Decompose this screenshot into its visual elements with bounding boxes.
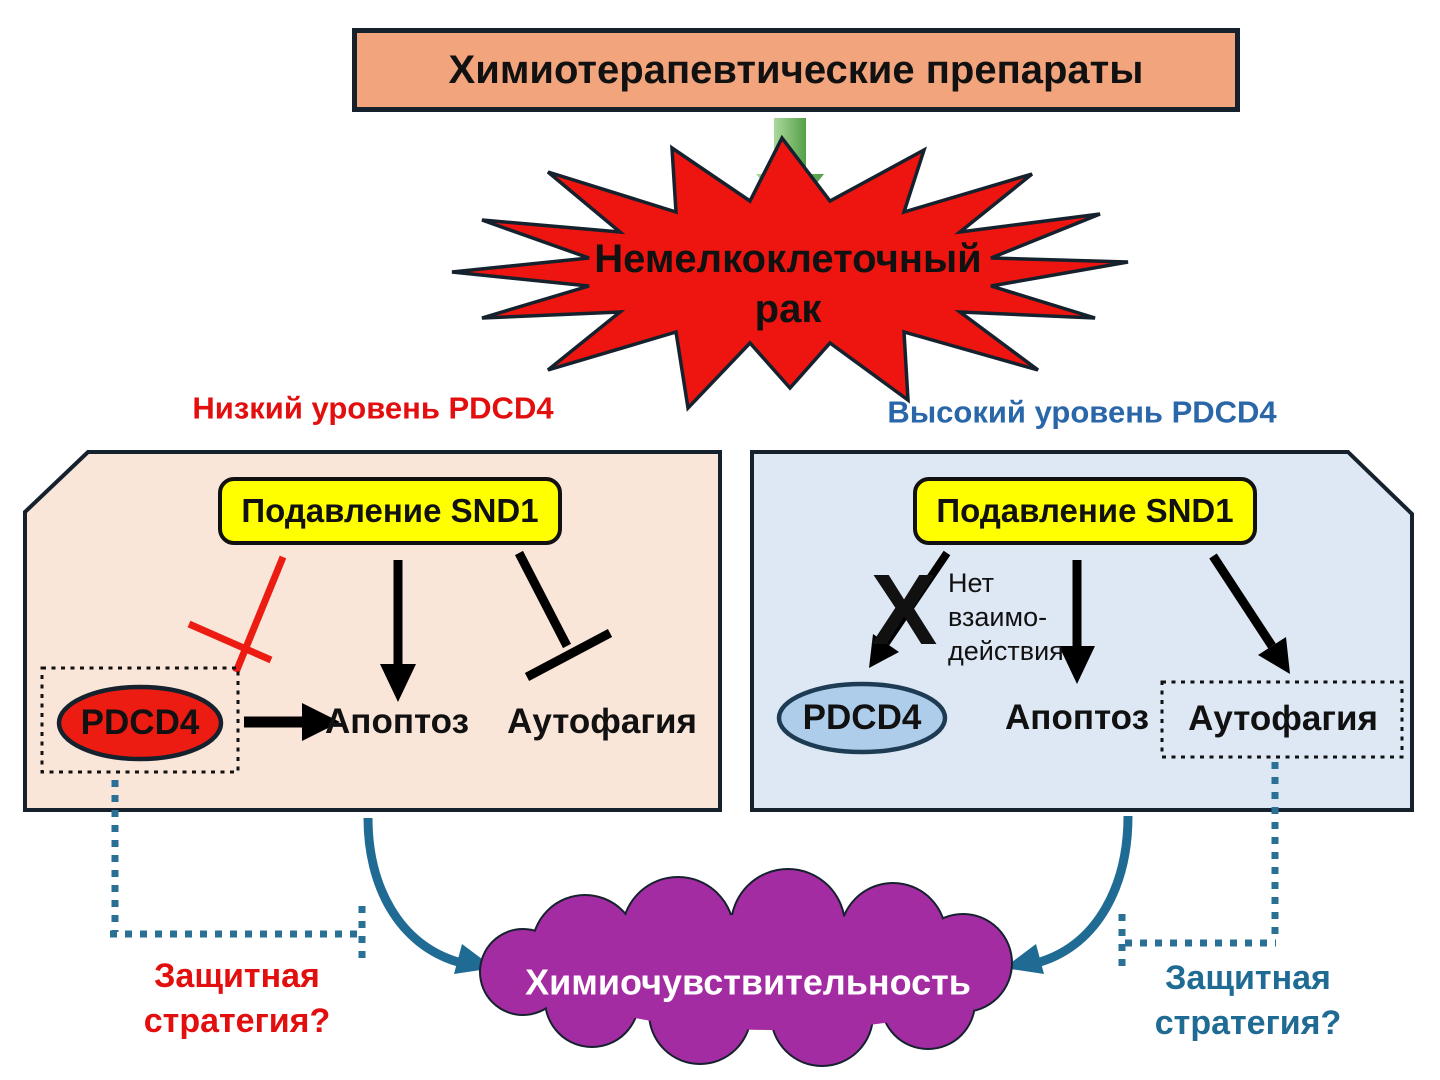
no-interaction-arrow	[869, 550, 951, 668]
left-pdcd4-label: PDCD4	[80, 703, 200, 742]
left-autophagy-label: Аутофагия	[507, 702, 697, 741]
left-autophagy-inhibition-connector	[515, 550, 613, 681]
right-chemosensitivity-arrow	[1004, 815, 1133, 974]
right-autophagy-label: Аутофагия	[1188, 699, 1378, 738]
right-autophagy-arrow	[1209, 553, 1290, 674]
left-snd1-box: Подавление SND1	[218, 477, 562, 545]
right-autophagy-dotted-box	[1160, 680, 1404, 759]
left-strategy-label: Защитная стратегия?	[143, 957, 331, 1040]
left-pdcd4-dotted-box	[40, 666, 240, 774]
red-inhibition-connector	[187, 555, 287, 674]
right-snd1-box: Подавление SND1	[913, 477, 1257, 545]
no-interaction-label: Нет взаимо- действия	[948, 568, 1064, 666]
left-apoptosis-label: Апоптоз	[325, 702, 469, 741]
right-pdcd4-label: PDCD4	[802, 698, 922, 737]
cancer-starburst-label: Немелкоклеточный рак	[594, 237, 982, 331]
right-strategy-dotted-connector	[1118, 762, 1279, 970]
left-pdcd4-oval	[56, 684, 224, 762]
chemosensitivity-label: Химиочувствительность	[525, 961, 971, 1003]
low-pdcd4-caption: Низкий уровень PDCD4	[192, 390, 554, 426]
left-chemosensitivity-arrow	[363, 817, 494, 974]
x-mark: X	[870, 554, 938, 666]
pdcd4-apoptosis-arrow	[244, 703, 340, 741]
right-pdcd4-oval	[776, 681, 948, 755]
right-strategy-label: Защитная стратегия?	[1154, 959, 1342, 1042]
chemotherapy-title-box: Химиотерапевтические препараты	[352, 28, 1240, 112]
left-apoptosis-arrow	[380, 560, 416, 702]
cancer-starburst	[451, 134, 1129, 412]
chemosensitivity-cloud	[479, 868, 1013, 1067]
right-apoptosis-arrow	[1059, 560, 1095, 684]
right-apoptosis-label: Апоптоз	[1005, 698, 1149, 737]
left-strategy-dotted-connector	[110, 780, 366, 964]
chemotherapy-title-label: Химиотерапевтические препараты	[448, 47, 1144, 92]
right-snd1-label: Подавление SND1	[936, 492, 1234, 529]
left-snd1-label: Подавление SND1	[241, 492, 539, 529]
high-pdcd4-caption: Высокий уровень PDCD4	[887, 394, 1277, 430]
